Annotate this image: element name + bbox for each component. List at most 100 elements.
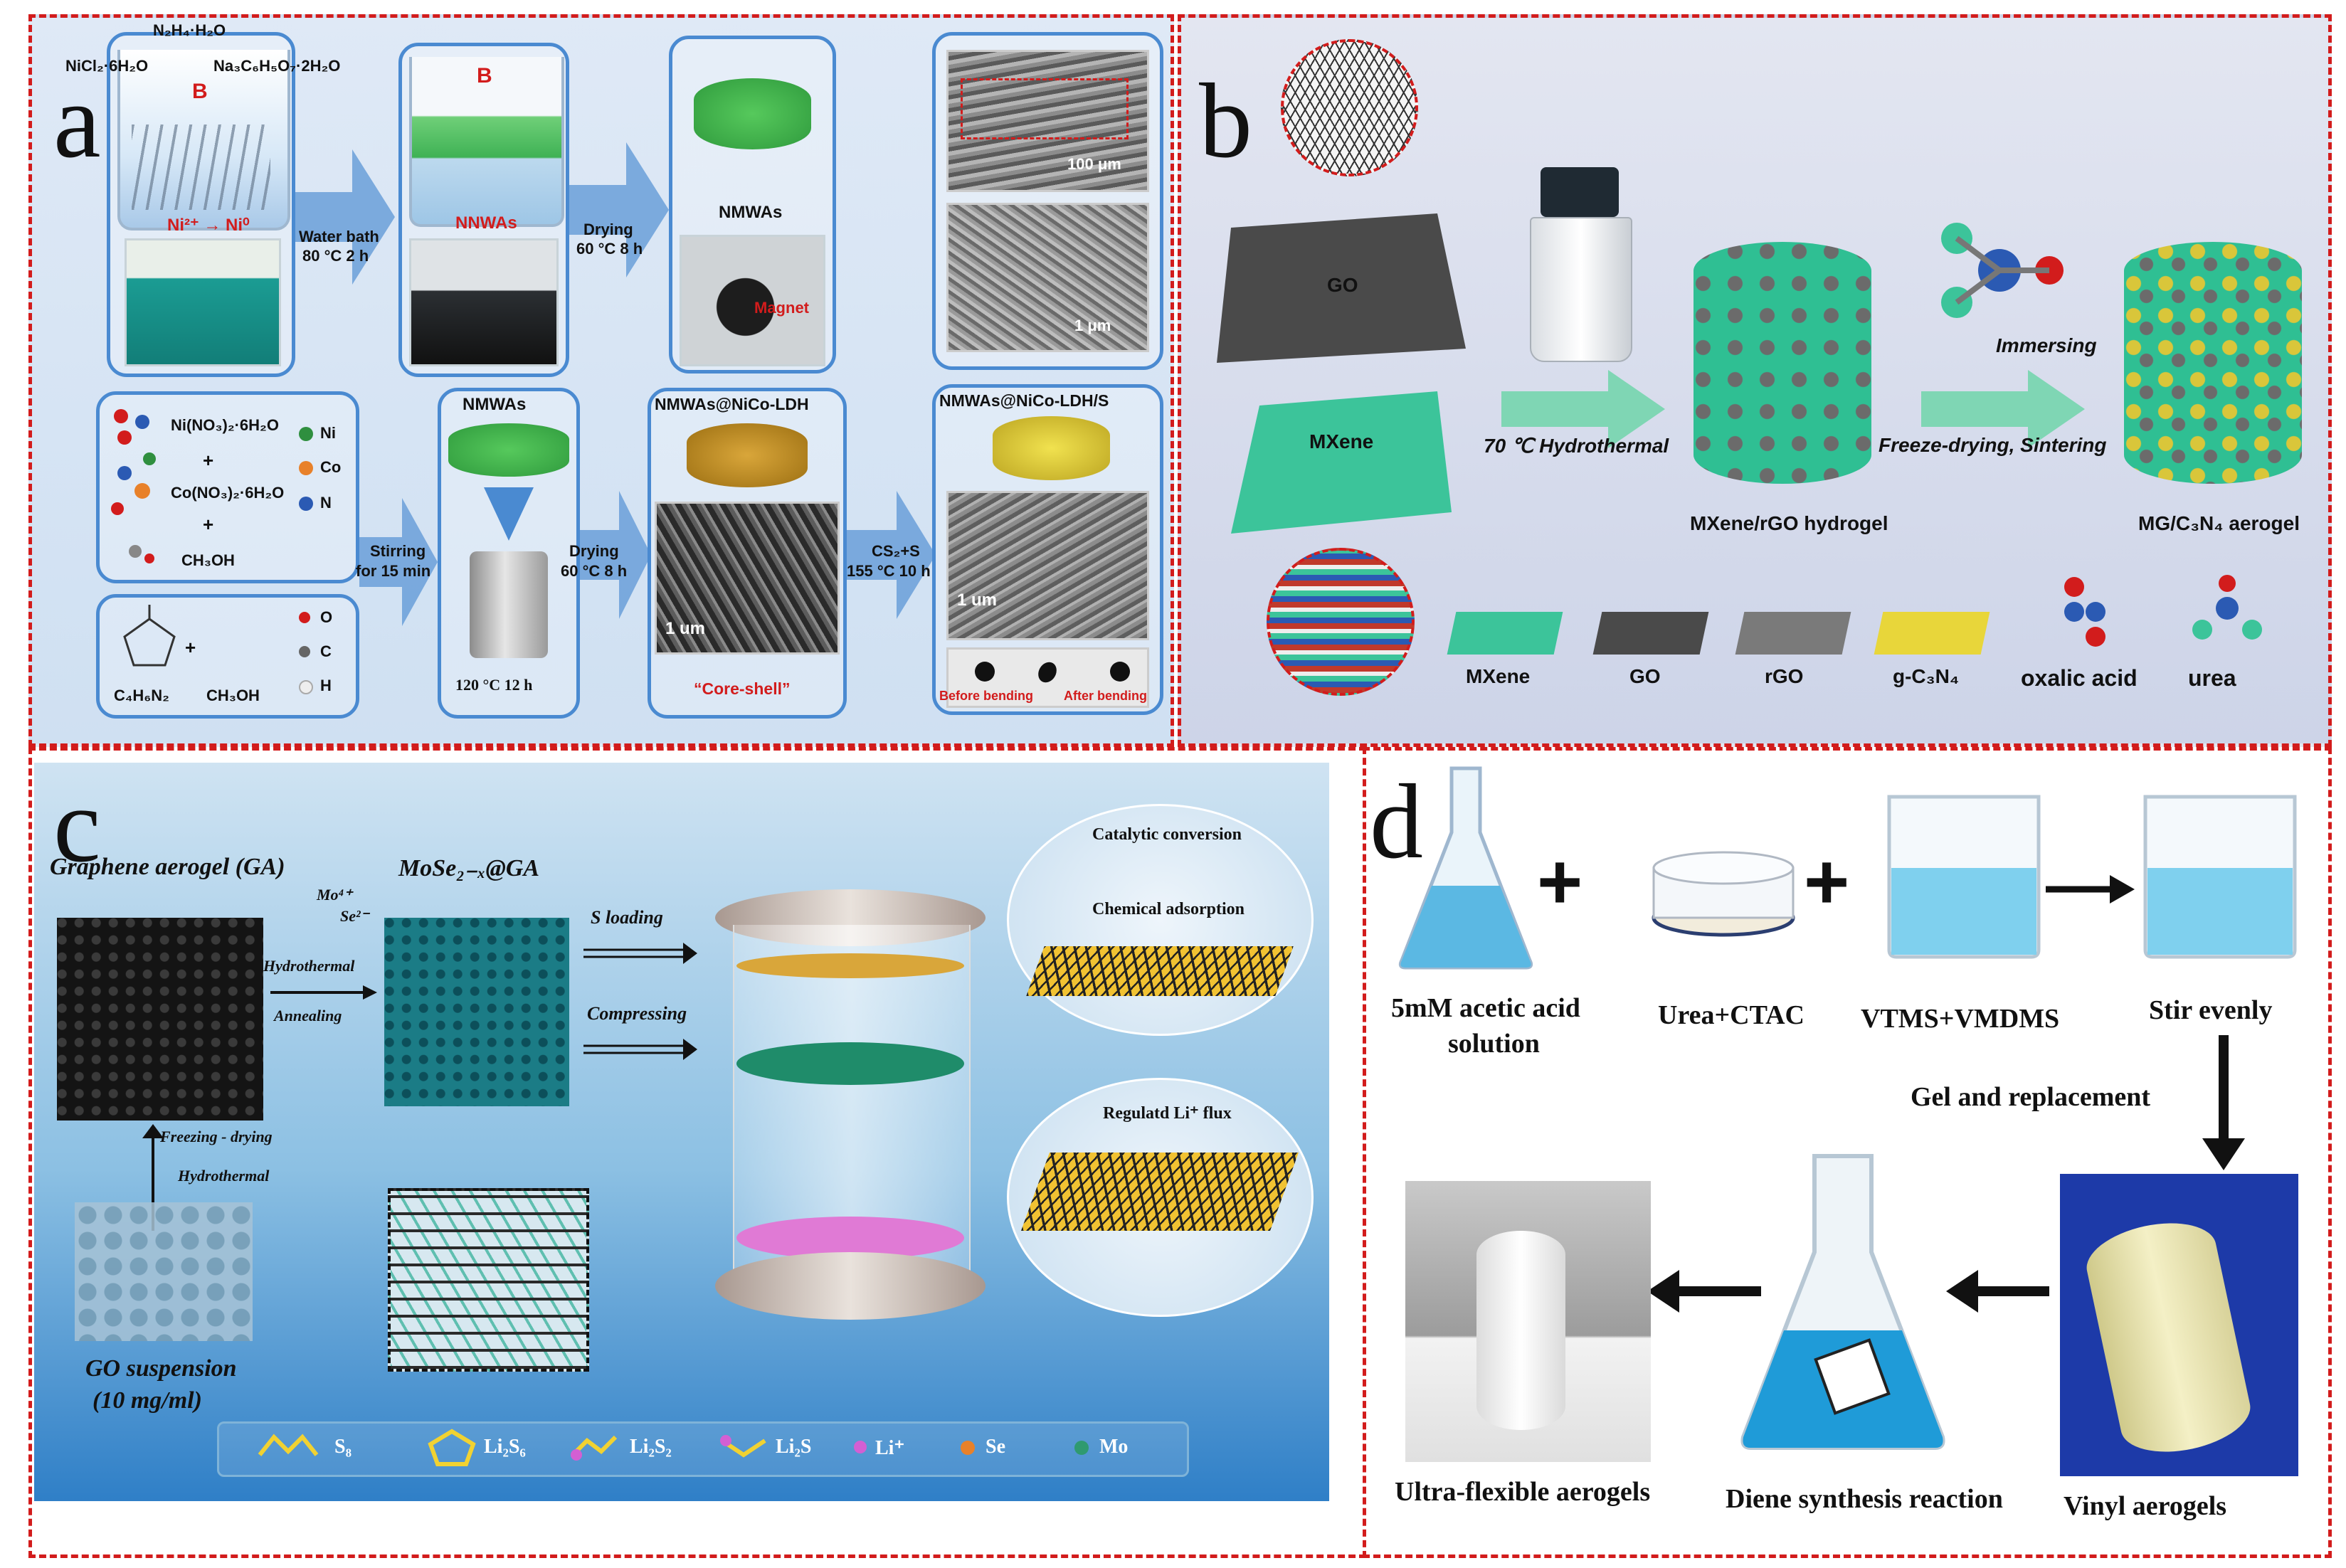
catalytic-lattice	[1026, 946, 1294, 996]
vtms-label: VTMS+VMDMS	[1861, 1004, 2060, 1034]
hydrothermal-label: 70 ℃ Hydrothermal	[1484, 435, 1669, 457]
ions-se: Se²⁻	[340, 907, 369, 925]
ligand-plus: +	[185, 637, 196, 658]
arrow-d-down	[2202, 1035, 2245, 1170]
arrow-d-left-2	[1647, 1270, 1761, 1313]
go-label: GO	[1327, 274, 1358, 296]
legend-c: C	[320, 642, 332, 660]
acetic-line1: 5mM acetic acid	[1391, 993, 1580, 1023]
hydrogel-cylinder	[1694, 242, 1871, 484]
go-sheet	[1217, 213, 1466, 363]
legend-li2s2: Li₂S₂	[630, 1436, 672, 1458]
autoclave-icon	[470, 551, 548, 658]
stirring-line2: for 15 min	[356, 562, 431, 580]
go-suspension-cube	[75, 1202, 253, 1341]
before-bending-label: Before bending	[939, 689, 1034, 703]
magnet-label: Magnet	[754, 299, 809, 317]
legend-se-dot	[961, 1441, 975, 1455]
cathode-layer	[736, 953, 964, 978]
legend-n: N	[320, 494, 332, 512]
petri-dish	[1652, 851, 1795, 937]
legend-se: Se	[986, 1436, 1005, 1458]
stirring-line1: Stirring	[370, 542, 426, 560]
mose-zoom-box	[388, 1188, 589, 1372]
vial-body	[1530, 217, 1632, 362]
plus-d-1: +	[1537, 838, 1583, 926]
arrow-drying-2	[580, 491, 651, 619]
legend-o: O	[320, 608, 333, 626]
chem-ads-label: Chemical adsorption	[1092, 900, 1245, 918]
annealing-label: Annealing	[274, 1007, 342, 1024]
acetic-acid-flask	[1398, 766, 1533, 970]
legend-s8-icon	[258, 1434, 319, 1456]
legend-li2s6-icon	[428, 1429, 476, 1466]
urea-ctac-label: Urea+CTAC	[1658, 1000, 1805, 1030]
n-atom-icon	[299, 497, 313, 511]
ions-mo: Mo⁴⁺	[317, 886, 352, 904]
co-atom-icon	[299, 461, 313, 475]
hydrazine-label: N₂H₄·H₂O	[153, 21, 226, 39]
down-arrow	[484, 487, 534, 541]
ultra-label: Ultra-flexible aerogels	[1395, 1477, 1651, 1507]
mxene-zoom-circle	[1267, 548, 1415, 696]
arrow-d-left-1	[1946, 1270, 2049, 1313]
nnwas-photo	[409, 238, 559, 366]
ni-nitrate-label: Ni(NO₃)₂·6H₂O	[171, 416, 279, 434]
diene-label: Diene synthesis reaction	[1726, 1484, 2003, 1514]
urea-icon	[2192, 575, 2262, 640]
h-atom-icon	[299, 680, 313, 694]
hydro2-c-label: Hydrothermal	[178, 1167, 270, 1185]
sample-after-icon	[1110, 662, 1130, 682]
legend-go-swatch	[1592, 612, 1709, 655]
mose-label: MoSe₂₋ₓ@GA	[398, 855, 540, 881]
nmwas-label: NMWAs	[719, 203, 783, 222]
panel-a-label: a	[53, 62, 101, 180]
legend-rgo-swatch	[1735, 612, 1851, 655]
panel-c-label: c	[53, 766, 101, 884]
c-atom-icon	[299, 646, 310, 657]
zoom-highlight	[961, 78, 1129, 139]
ldhs-sem-image	[946, 491, 1149, 640]
legend-s8: S₈	[334, 1436, 352, 1458]
nmwas-cylinder-2	[448, 423, 569, 477]
sulfur-line2: 155 °C 10 h	[847, 562, 931, 580]
autoclave-label: 120 °C 12 h	[455, 676, 533, 694]
ldh-title: NMWAs@NiCo-LDH	[655, 395, 809, 413]
mxene-label: MXene	[1309, 430, 1374, 452]
gel-label: Gel and replacement	[1911, 1082, 2151, 1112]
vinyl-label: Vinyl aerogels	[2064, 1491, 2227, 1521]
legend-gc3n4-swatch	[1874, 612, 1990, 655]
panel-d-label: d	[1370, 763, 1423, 881]
plus1-label: +	[203, 450, 214, 471]
go-conc-label: (10 mg/ml)	[93, 1387, 202, 1414]
legend-ni: Ni	[320, 424, 336, 442]
magnetic-field-label: B	[192, 80, 208, 103]
plus2-label: +	[203, 514, 214, 535]
nnwas-label: NNWAs	[455, 213, 517, 233]
panel-b-label: b	[1199, 62, 1252, 180]
legend-gc3n4-label: g-C₃N₄	[1893, 665, 1960, 687]
legend-go-label: GO	[1629, 665, 1661, 687]
imidazole-structure	[123, 605, 176, 667]
nnwas-beaker	[409, 57, 564, 227]
s-loading-label: S loading	[591, 907, 663, 928]
drying1-line1: Drying	[583, 221, 633, 238]
go-susp-label: GO suspension	[85, 1355, 237, 1382]
legend-li2s-icon	[720, 1435, 766, 1458]
water-bath-line2: 80 °C 2 h	[302, 247, 369, 265]
sem-bottom-scale: 1 μm	[1074, 317, 1111, 334]
arrow-d-right	[2046, 875, 2135, 904]
arrow-stirring	[359, 498, 438, 626]
drying2-line1: Drying	[569, 542, 619, 560]
arrow-water-bath	[295, 149, 395, 285]
cell-bottom-cap	[715, 1252, 986, 1320]
acetic-line2: solution	[1448, 1029, 1540, 1059]
sodium-citrate-label: Na₃C₆H₅O₇·2H₂O	[213, 57, 341, 75]
hydrogel-label: MXene/rGO hydrogel	[1690, 512, 1888, 534]
compressing-label: Compressing	[587, 1003, 687, 1024]
freeze-label: Freeze-drying, Sintering	[1879, 434, 2107, 456]
graphene-zoom-circle	[1281, 39, 1418, 176]
nmwas-cylinder	[694, 78, 811, 149]
plus-d-2: +	[1804, 838, 1850, 926]
magnet-photo	[680, 235, 825, 366]
